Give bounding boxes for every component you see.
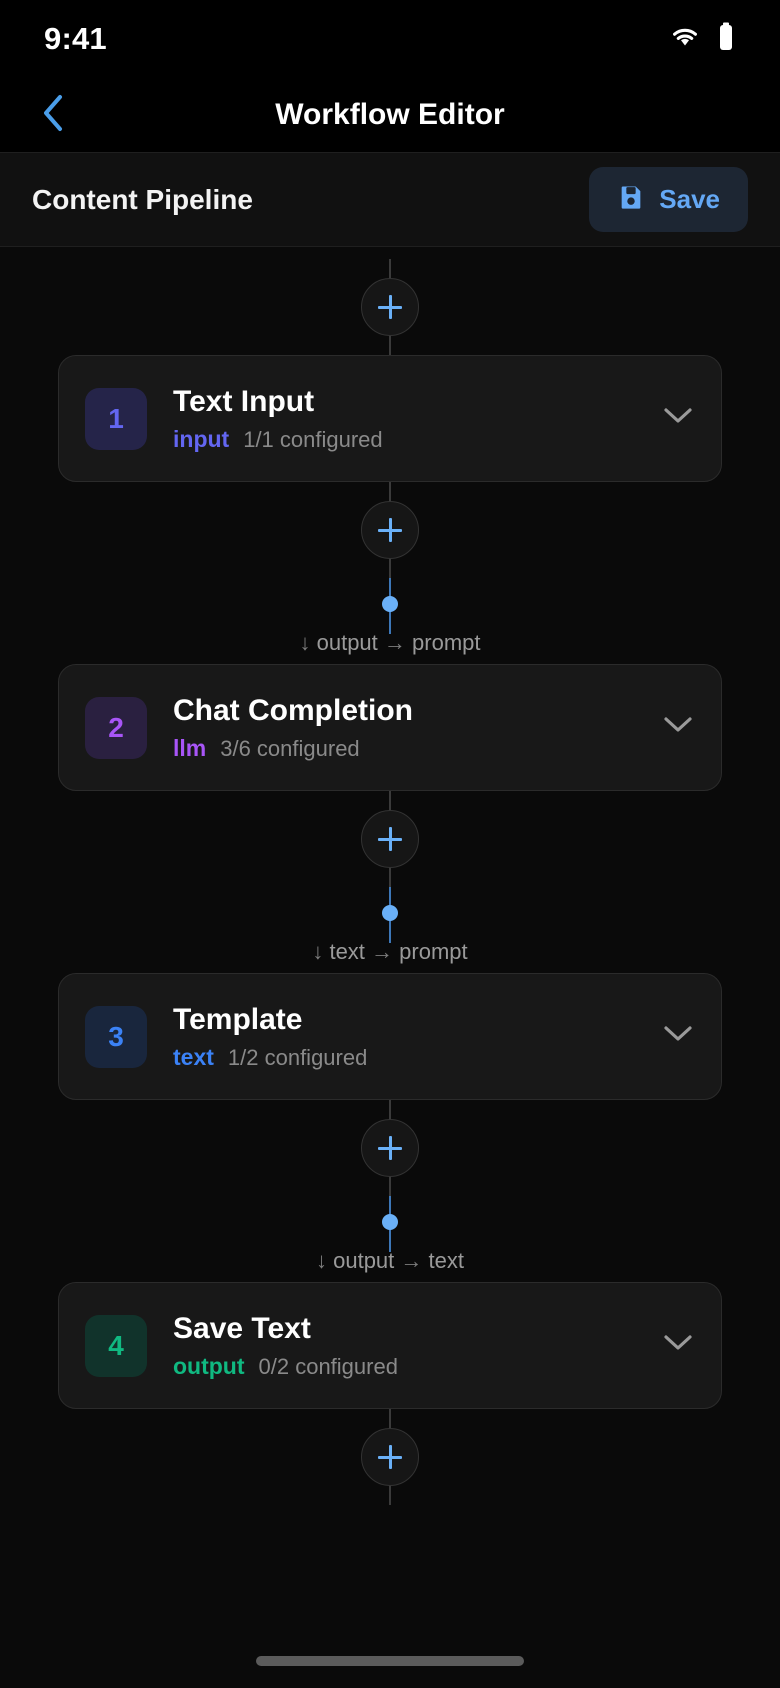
connection-to-port: prompt — [412, 630, 481, 655]
home-indicator — [256, 1656, 524, 1666]
node-info: Save Text output 0/2 configured — [173, 1311, 635, 1380]
status-time: 9:41 — [44, 21, 107, 56]
chevron-down-icon — [663, 1334, 693, 1357]
add-node-row — [0, 1409, 780, 1505]
chevron-down-icon — [663, 716, 693, 739]
down-arrow-icon: ↓ — [312, 939, 324, 964]
connection-from-port: output — [316, 630, 378, 655]
node-number-badge: 3 — [85, 1005, 147, 1068]
connection-dot — [382, 596, 398, 612]
add-node-row — [0, 791, 780, 887]
add-node-row — [0, 259, 780, 355]
node-info: Template text 1/2 configured — [173, 1002, 635, 1071]
node-config-status: 3/6 configured — [220, 736, 360, 761]
connection-1: ↓ output → prompt — [0, 578, 780, 664]
save-button[interactable]: Save — [589, 167, 748, 232]
node-number-badge: 1 — [85, 387, 147, 450]
right-arrow-icon: → — [400, 1248, 423, 1273]
expand-node-button[interactable] — [661, 1020, 695, 1054]
plus-icon — [388, 295, 392, 319]
chevron-left-icon — [42, 94, 64, 137]
wifi-icon — [670, 26, 700, 53]
node-number-badge: 4 — [85, 1314, 147, 1377]
node-meta: llm 3/6 configured — [173, 735, 635, 762]
connection-label: ↓ output → text — [0, 1248, 780, 1274]
add-node-button-0[interactable] — [361, 278, 419, 336]
node-type: input — [173, 426, 230, 452]
node-meta: input 1/1 configured — [173, 426, 635, 453]
pipeline-header: Content Pipeline Save — [0, 152, 780, 247]
node-number-badge: 2 — [85, 696, 147, 759]
node-card[interactable]: 4 Save Text output 0/2 configured — [58, 1282, 722, 1409]
page-title: Workflow Editor — [275, 98, 505, 131]
back-button[interactable] — [30, 92, 76, 138]
node-card[interactable]: 2 Chat Completion llm 3/6 configured — [58, 664, 722, 791]
node-title: Save Text — [173, 1312, 311, 1345]
down-arrow-icon: ↓ — [299, 630, 311, 655]
node-info: Chat Completion llm 3/6 configured — [173, 693, 635, 762]
connection-dot — [382, 1214, 398, 1230]
save-button-label: Save — [659, 184, 720, 214]
node-card[interactable]: 1 Text Input input 1/1 configured — [58, 355, 722, 482]
workflow-canvas[interactable]: 1 Text Input input 1/1 configured — [0, 247, 780, 1688]
chevron-down-icon — [663, 407, 693, 430]
connection-to-port: prompt — [399, 939, 468, 964]
status-indicators — [670, 22, 734, 57]
navigation-bar: Workflow Editor — [0, 78, 780, 152]
expand-node-button[interactable] — [661, 711, 695, 745]
add-node-row — [0, 1100, 780, 1196]
plus-icon — [388, 1445, 392, 1469]
node-flow: 1 Text Input input 1/1 configured — [0, 259, 780, 1505]
status-bar: 9:41 — [0, 0, 780, 78]
node-config-status: 1/2 configured — [227, 1045, 368, 1070]
node-title: Chat Completion — [173, 694, 413, 727]
connection-from-port: text — [329, 939, 365, 964]
node-card[interactable]: 3 Template text 1/2 configured — [58, 973, 722, 1100]
battery-icon — [718, 22, 734, 57]
connection-from-port: output — [333, 1248, 395, 1273]
connection-label: ↓ output → prompt — [0, 630, 780, 656]
plus-icon — [388, 518, 392, 542]
node-config-status: 1/1 configured — [243, 427, 383, 452]
node-title: Text Input — [173, 385, 315, 418]
plus-icon — [388, 1136, 392, 1160]
add-node-button-2[interactable] — [361, 810, 419, 868]
down-arrow-icon: ↓ — [315, 1248, 327, 1273]
add-node-button-4[interactable] — [361, 1428, 419, 1486]
add-node-button-3[interactable] — [361, 1119, 419, 1177]
node-meta: text 1/2 configured — [173, 1044, 635, 1071]
chevron-down-icon — [663, 1025, 693, 1048]
add-node-button-1[interactable] — [361, 501, 419, 559]
connection-to-port: text — [428, 1248, 464, 1273]
node-type: output — [173, 1353, 245, 1379]
floppy-disk-icon — [617, 183, 645, 216]
plus-icon — [388, 827, 392, 851]
node-type: llm — [173, 735, 207, 761]
right-arrow-icon: → — [371, 939, 394, 964]
node-meta: output 0/2 configured — [173, 1353, 635, 1380]
right-arrow-icon: → — [383, 630, 406, 655]
connection-dot — [382, 905, 398, 921]
node-config-status: 0/2 configured — [258, 1354, 398, 1379]
expand-node-button[interactable] — [661, 402, 695, 436]
connection-label: ↓ text → prompt — [0, 939, 780, 965]
connection-2: ↓ text → prompt — [0, 887, 780, 973]
pipeline-name: Content Pipeline — [32, 183, 253, 215]
connection-3: ↓ output → text — [0, 1196, 780, 1282]
expand-node-button[interactable] — [661, 1329, 695, 1363]
node-info: Text Input input 1/1 configured — [173, 384, 635, 453]
node-type: text — [173, 1044, 214, 1070]
node-title: Template — [173, 1003, 303, 1036]
add-node-row — [0, 482, 780, 578]
